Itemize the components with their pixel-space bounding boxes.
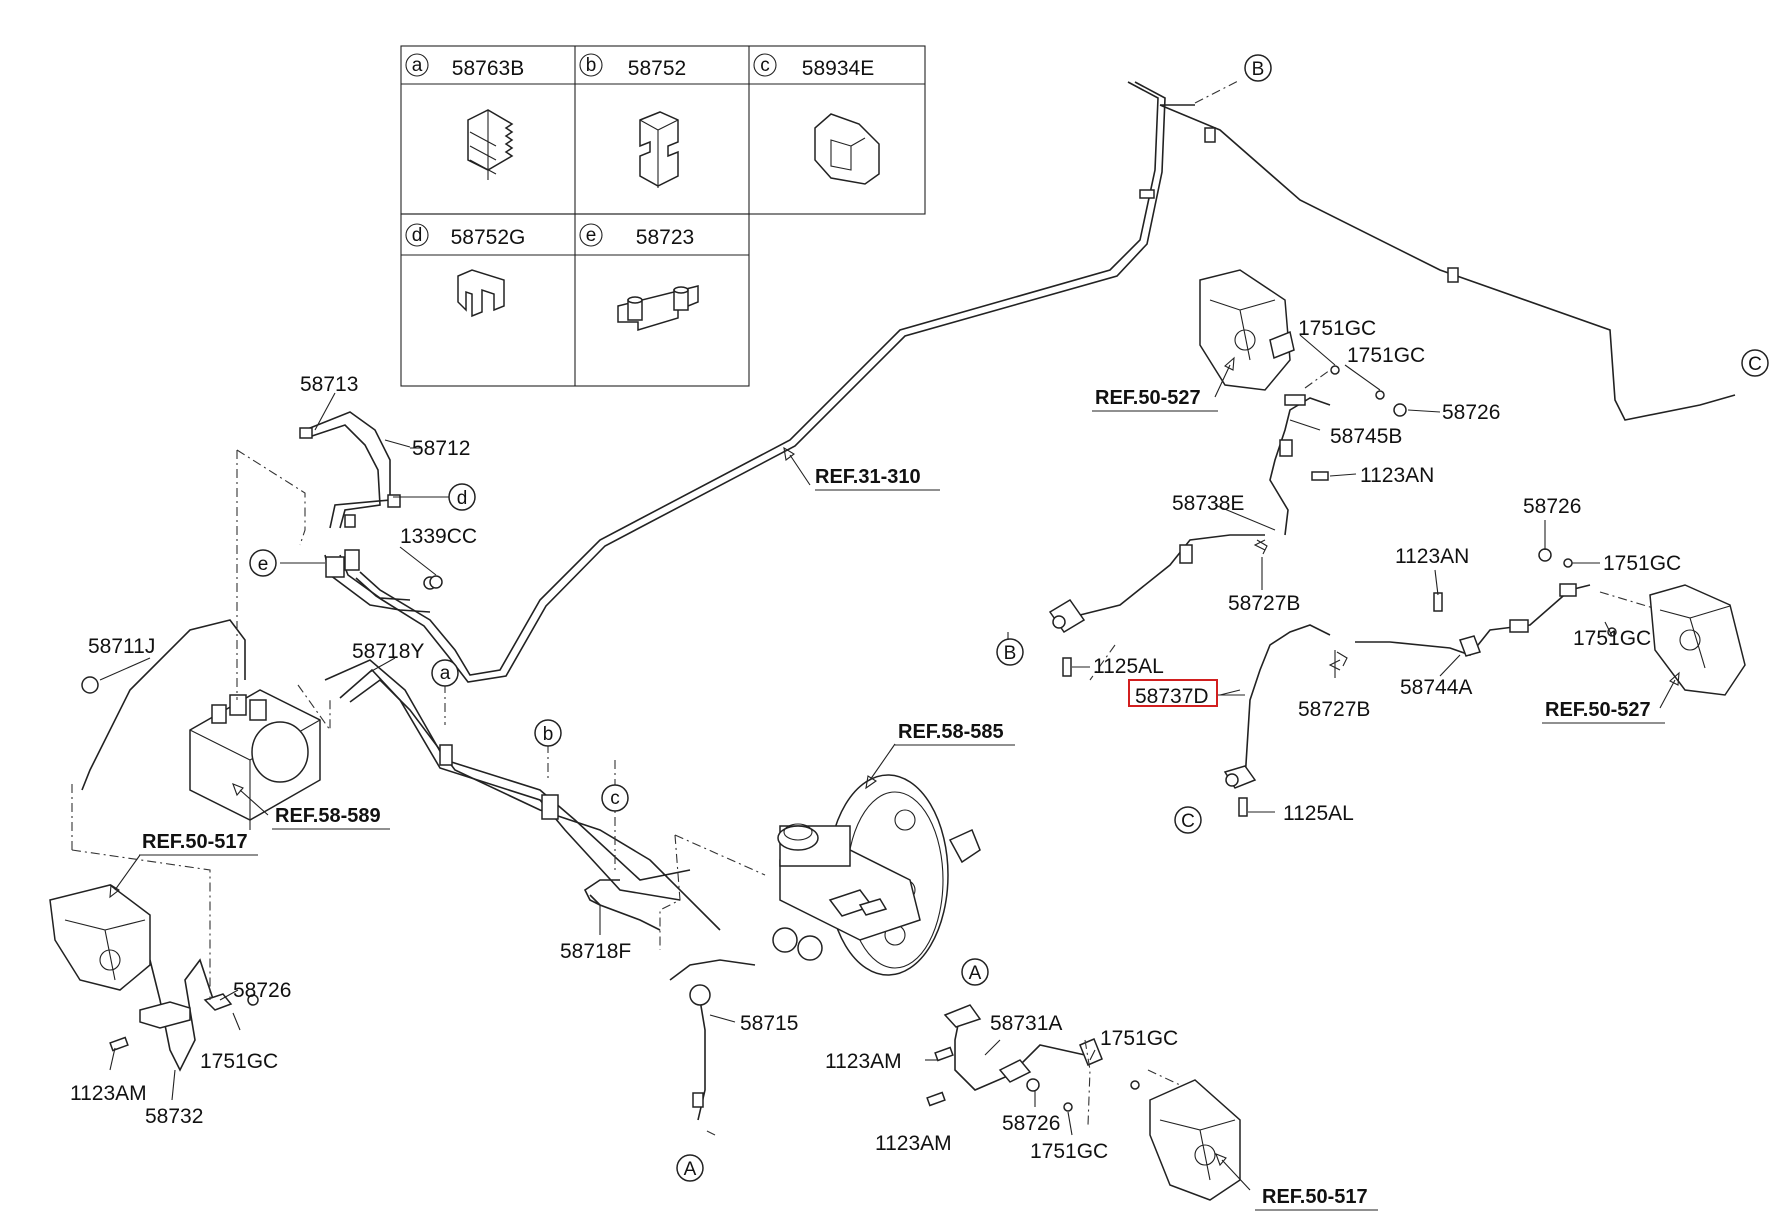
svg-text:A: A <box>684 1159 697 1180</box>
clip-parts-table: a 58763B b 58752 c 58934E <box>400 45 926 387</box>
part-label: 1123AN <box>1360 464 1434 487</box>
callout-e: e <box>249 549 277 577</box>
part-label: 1751GC <box>1100 1027 1178 1050</box>
table-part-number: 58752G <box>451 226 526 249</box>
part-label: 58726 <box>1523 495 1581 518</box>
part-label: 58718Y <box>352 640 424 663</box>
table-part-number: 58763B <box>452 57 524 80</box>
part-label: 1123AN <box>1395 545 1469 568</box>
part-label: 1751GC <box>200 1050 278 1073</box>
table-letter: c <box>760 55 770 76</box>
part-number-labels: 58713 58712 1339CC 58711J 58718Y 58718F … <box>70 317 1681 1163</box>
table-letter: a <box>412 55 423 76</box>
part-label: 1123AM <box>70 1082 147 1105</box>
part-label: 58718F <box>560 940 631 963</box>
part-label: 1125AL <box>1283 802 1354 825</box>
ref-label: REF.50-527 <box>1095 387 1201 409</box>
svg-text:c: c <box>610 788 620 809</box>
part-label: 58745B <box>1330 425 1402 448</box>
callout-a: a <box>431 659 459 687</box>
callout-A-bottom: A <box>676 1154 704 1182</box>
svg-text:B: B <box>1252 59 1265 80</box>
part-label: 1751GC <box>1347 344 1425 367</box>
part-label: 58726 <box>1442 401 1500 424</box>
callout-d: d <box>448 483 476 511</box>
ref-label: REF.58-589 <box>275 805 381 827</box>
callout-A-top: A <box>961 958 989 986</box>
svg-text:b: b <box>543 724 554 745</box>
table-part-number: 58934E <box>802 57 874 80</box>
callout-C-right: C <box>1741 349 1769 377</box>
callout-B-left: B <box>996 638 1024 666</box>
table-letter: b <box>586 55 597 76</box>
ref-label: REF.50-517 <box>1262 1186 1368 1208</box>
part-label: 1125AL <box>1093 655 1164 678</box>
ref-label: REF.58-585 <box>898 721 1004 743</box>
clip-58752-icon <box>639 111 679 188</box>
reference-labels: REF.31-310 REF.50-527 REF.50-527 REF.58-… <box>139 387 1665 1211</box>
table-letter: d <box>412 225 423 246</box>
svg-text:A: A <box>969 963 982 984</box>
part-label: 1339CC <box>400 525 477 548</box>
part-label: 58726 <box>233 979 291 1002</box>
part-label: 1751GC <box>1298 317 1376 340</box>
callout-C-bottom: C <box>1174 806 1202 834</box>
table-letter: e <box>586 225 597 246</box>
ref-label: REF.50-517 <box>142 831 248 853</box>
svg-text:B: B <box>1004 643 1017 664</box>
clip-58752g-icon <box>457 269 505 318</box>
part-label: 58726 <box>1002 1112 1060 1135</box>
caliper-front-right <box>1149 1079 1241 1201</box>
svg-text:d: d <box>457 488 468 509</box>
callout-bubbles: d e a b c A A B <box>249 54 1769 1182</box>
table-cell-d: d 58752G <box>405 223 526 318</box>
svg-text:C: C <box>1181 811 1195 832</box>
part-label: 58737D <box>1135 685 1209 708</box>
part-label: 58712 <box>412 437 470 460</box>
part-label: 1751GC <box>1603 552 1681 575</box>
part-label: 58744A <box>1400 676 1472 699</box>
part-label: 58727B <box>1228 592 1300 615</box>
fasteners <box>109 365 1617 1112</box>
main-brake-tubes <box>355 79 1736 683</box>
callout-B-top: B <box>1244 54 1272 82</box>
part-label: 58711J <box>88 635 155 658</box>
clip-58763b-icon <box>467 109 514 180</box>
table-cell-e: e 58723 <box>579 223 699 332</box>
table-cell-c: c 58934E <box>753 53 880 185</box>
part-label: 1751GC <box>1573 627 1651 650</box>
table-cell-a: a 58763B <box>405 53 524 180</box>
part-label: 1751GC <box>1030 1140 1108 1163</box>
highlighted-part-box <box>1128 679 1218 707</box>
clip-58723-icon <box>617 285 699 332</box>
callout-c: c <box>601 784 629 812</box>
brake-booster-and-master-cylinder <box>772 774 981 976</box>
part-label: 58731A <box>990 1012 1062 1035</box>
part-label: 58715 <box>740 1012 798 1035</box>
ref-label: REF.31-310 <box>815 466 921 488</box>
table-part-number: 58752 <box>628 57 686 80</box>
table-cell-b: b 58752 <box>579 53 686 188</box>
caliper-rear-right-lower <box>1649 584 1746 696</box>
svg-text:a: a <box>440 663 451 684</box>
caliper-front-left <box>49 884 151 991</box>
svg-text:e: e <box>258 554 269 575</box>
ref-label: REF.50-527 <box>1545 699 1651 721</box>
part-label: 58732 <box>145 1105 203 1128</box>
caliper-rear-right-upper <box>1199 269 1295 391</box>
table-part-number: 58723 <box>636 226 694 249</box>
callout-b: b <box>534 719 562 747</box>
clip-58934e-icon <box>814 113 880 185</box>
part-label: 58713 <box>300 373 358 396</box>
secondary-tubes <box>81 394 1591 1121</box>
part-label: 58738E <box>1172 492 1244 515</box>
part-label: 1123AM <box>825 1050 902 1073</box>
label-leaders <box>99 334 1680 1191</box>
dashed-leader-lines <box>71 369 1661 1136</box>
part-label: 1123AM <box>875 1132 952 1155</box>
abs-hydraulic-unit <box>189 689 321 830</box>
part-label: 58727B <box>1298 698 1370 721</box>
svg-text:C: C <box>1748 354 1762 375</box>
